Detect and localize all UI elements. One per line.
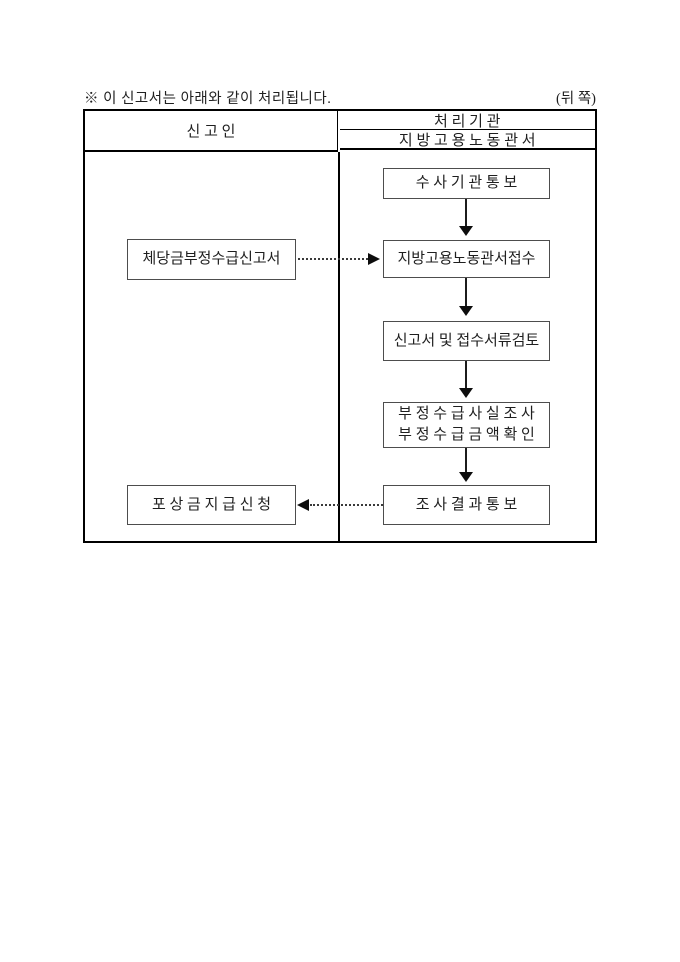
flow-box-office-receipt: 지방고용노동관서접수 <box>383 240 550 278</box>
flow-box-reward-application: 포 상 금 지 급 신 청 <box>127 485 296 525</box>
dotted-connector-result <box>310 504 383 506</box>
connector-line-3 <box>465 361 467 388</box>
process-table: 신 고 인 처 리 기 관 지 방 고 용 노 동 관 서 <box>83 109 597 543</box>
column-divider <box>338 152 340 541</box>
flow-box-document-review: 신고서 및 접수서류검토 <box>383 321 550 361</box>
flow-box-fraud-investigation-line1: 부 정 수 급 사 실 조 사 <box>398 406 535 422</box>
connector-line-4 <box>465 448 467 472</box>
arrow-right-icon <box>368 252 380 265</box>
arrow-down-icon <box>459 226 473 236</box>
flow-box-fraud-report: 체당금부정수급신고서 <box>127 239 296 280</box>
agency-column-header: 처 리 기 관 <box>339 111 595 130</box>
arrow-left-icon <box>297 498 309 511</box>
flow-box-fraud-investigation-line2: 부 정 수 급 금 액 확 인 <box>398 427 535 443</box>
flow-box-notify-investigation-agency: 수 사 기 관 통 보 <box>383 168 550 199</box>
arrow-down-icon <box>459 472 473 482</box>
flow-box-result-notification: 조 사 결 과 통 보 <box>383 485 550 525</box>
connector-line-1 <box>465 199 467 226</box>
arrow-down-icon <box>459 306 473 316</box>
applicant-column-header: 신 고 인 <box>85 111 338 152</box>
arrow-down-icon <box>459 388 473 398</box>
back-side-label: (뒤 쪽) <box>556 91 596 107</box>
flow-box-fraud-investigation: 부 정 수 급 사 실 조 사 부 정 수 급 금 액 확 인 <box>383 402 550 448</box>
agency-office-subheader: 지 방 고 용 노 동 관 서 <box>339 131 595 150</box>
dotted-connector-report <box>298 258 368 260</box>
connector-line-2 <box>465 278 467 306</box>
processing-note: ※ 이 신고서는 아래와 같이 처리됩니다. <box>84 91 332 107</box>
